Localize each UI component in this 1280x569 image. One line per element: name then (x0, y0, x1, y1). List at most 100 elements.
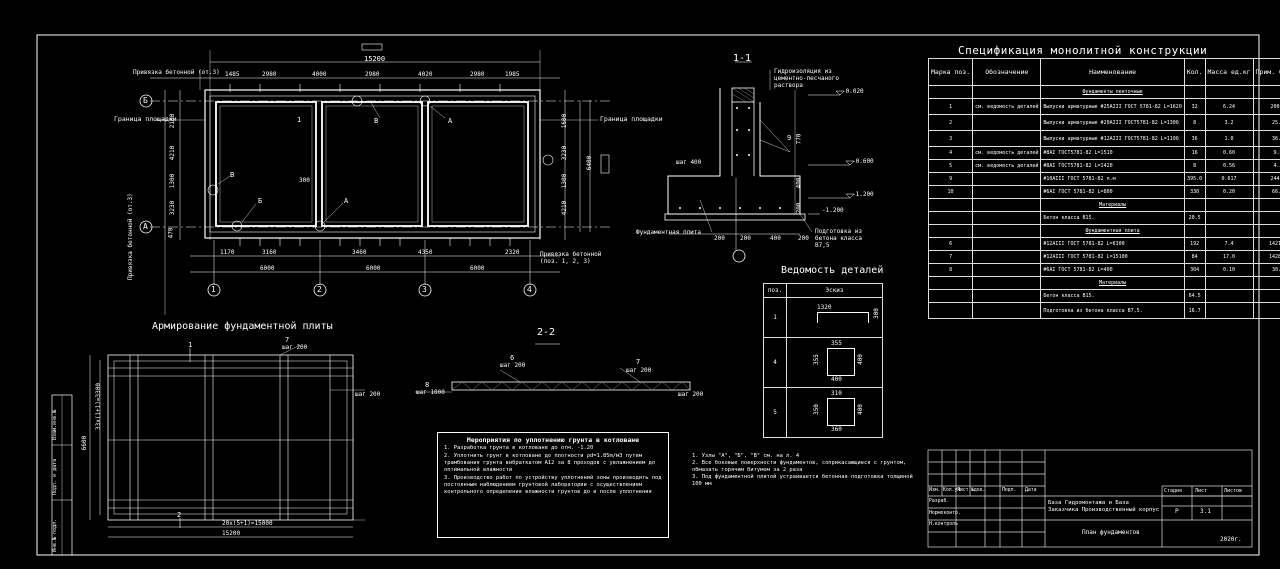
spec-cell: 0.617 (1204, 172, 1254, 186)
plan-left-dim-5: 470 (167, 227, 175, 239)
s22-side-step: шаг 200 (678, 391, 704, 398)
spec-cell: 4.5кг (1252, 159, 1280, 173)
spec-cell: 36 (1183, 130, 1206, 147)
spec-row: Бетон класса В15.64.5 (927, 289, 1280, 303)
spec-cell (1204, 289, 1254, 303)
spec-cell (1183, 198, 1206, 212)
spec-cell: 395.0 (1183, 172, 1206, 186)
spec-cell (972, 224, 1042, 238)
sketch-shape (827, 398, 855, 426)
spec-row: 6#12AIII ГОСТ 5781-82 L=63001927.41421.0… (927, 237, 1280, 251)
level-4: -1.200 (822, 207, 844, 214)
spec-row: Фундаменты ленточные (927, 85, 1280, 99)
spec-cell: Выпуски арматурные #25AIII ГОСТ 5781-82 … (1040, 98, 1185, 115)
spec-row: Подготовка из бетона класса В7,5.16.7 (927, 302, 1280, 319)
axis-letter-b[interactable]: Б (143, 96, 148, 105)
spec-row: 7#12AIII ГОСТ 5781-82 L=151008417.01428.… (927, 250, 1280, 264)
spec-cell: 6 (927, 237, 974, 251)
spec-cell: 0.10 (1204, 263, 1254, 277)
spec-cell: 4 (927, 146, 974, 160)
s11-dim-side-3: 200 (795, 202, 803, 214)
node-v-label-left[interactable]: В (230, 171, 235, 179)
spec-row: 9#10AIII ГОСТ 5781-82 п.м395.00.617244.0… (927, 172, 1280, 186)
spec-cell (972, 172, 1042, 186)
spec-cell (1252, 85, 1280, 99)
s11-mark-9: 9 (787, 134, 792, 142)
vedomost-pos: 1 (763, 297, 787, 338)
spec-cell: 30.4кг (1252, 263, 1280, 277)
node-v-label-top[interactable]: В (374, 117, 379, 125)
s22-mark-7[interactable]: 7 (636, 358, 641, 366)
node-a-label-2[interactable]: А (344, 197, 349, 205)
spec-header-designation: Обозначение (972, 58, 1042, 86)
spec-cell: 0.60 (1204, 146, 1254, 160)
stamp-role-nkontrol: Н.контроль (929, 522, 958, 527)
plan-bottom-total-3: 6000 (470, 265, 485, 272)
stamp-sheet: 3.1 (1200, 508, 1211, 515)
sketch-dim: 400 (856, 404, 864, 415)
plan-right-dim-4: 4210 (561, 200, 569, 216)
axis-letter-a[interactable]: А (143, 222, 148, 231)
spec-cell: 3 (927, 130, 974, 147)
privyazka-bottom-label: Привязка бетонной (поз. 1, 2, 3) (540, 251, 602, 265)
reinf-left-dim: 6600 (81, 435, 89, 451)
spec-cell (972, 114, 1042, 131)
plan-bottom-total-1: 6000 (260, 265, 275, 272)
spec-cell (1252, 198, 1280, 212)
reinf-mark-2[interactable]: 2 (177, 511, 182, 519)
spec-cell (972, 85, 1042, 99)
plan-right-dim-2: 3230 (561, 145, 569, 161)
spec-cell: 8 (1183, 114, 1206, 131)
spec-cell: #12AIII ГОСТ 5781-82 L=6300 (1040, 237, 1185, 251)
spec-cell (972, 250, 1042, 264)
spec-cell: Выпуски арматурные #20AIII ГОСТ5781-82 L… (1040, 114, 1185, 131)
plan-left-dim-1: 2100 (169, 113, 177, 129)
spec-cell (972, 211, 1042, 225)
found-plate-label: Фундаментная плита (636, 229, 702, 236)
axis-number-2[interactable]: 2 (317, 285, 322, 294)
spec-header-note: Прим. Общ.вес (1252, 58, 1280, 86)
spec-cell: см. ведомость деталей (972, 98, 1042, 115)
spec-cell: 1.0 (1204, 130, 1254, 147)
spec-cell (1252, 276, 1280, 290)
plan-left-dim-2: 4210 (169, 145, 177, 161)
stamp-sheets-h: Листов (1224, 488, 1243, 494)
spec-row: Бетон класса В15.20.5 (927, 211, 1280, 225)
vedomost-title: Ведомость деталей (781, 265, 884, 276)
spec-cell: 5 (927, 159, 974, 173)
reinf-mark-1[interactable]: 1 (188, 341, 193, 349)
node-b-label[interactable]: Б (258, 197, 263, 205)
plan-inner-dim: 300 (299, 177, 310, 184)
spec-cell (972, 198, 1042, 212)
spec-cell (972, 276, 1042, 290)
spec-cell (1204, 211, 1254, 225)
s22-mark-6[interactable]: 6 (510, 354, 515, 362)
section-mark-1[interactable]: 1 (297, 116, 302, 124)
spec-cell: 9.6кг (1252, 146, 1280, 160)
axis-number-3[interactable]: 3 (422, 285, 427, 294)
spec-cell (927, 224, 974, 238)
spec-cell (927, 211, 974, 225)
side-stamp-1: Взам.инв.№ (52, 409, 58, 440)
spec-cell: Материалы (1040, 276, 1185, 290)
spec-cell: 17.0 (1204, 250, 1254, 264)
plan-dim-top-3: 4000 (312, 71, 327, 78)
axis-number-1[interactable]: 1 (211, 285, 216, 294)
axis-number-4[interactable]: 4 (527, 285, 532, 294)
plan-right-total: 6400 (586, 155, 594, 171)
spec-cell: 244.0кг (1252, 172, 1280, 186)
spec-cell: 330 (1183, 185, 1206, 199)
spec-cell: 10 (927, 185, 974, 199)
notes-box: Мероприятия по уплотнению грунта в котло… (437, 432, 669, 538)
vedomost-pos: 4 (763, 337, 787, 388)
reinf-mark-7[interactable]: 7 (285, 336, 290, 344)
spec-header-qty: Кол. (1183, 58, 1206, 86)
node-a-label[interactable]: А (448, 117, 453, 125)
spec-cell (1183, 224, 1206, 238)
s22-mark-8[interactable]: 8 (425, 381, 430, 389)
sketch-dim: 360 (831, 426, 842, 433)
